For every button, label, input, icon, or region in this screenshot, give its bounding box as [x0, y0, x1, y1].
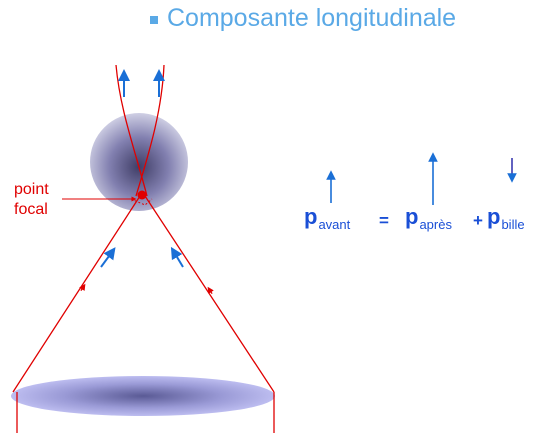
equation-arrows	[326, 152, 517, 205]
p-ball-term: pbille	[487, 204, 525, 233]
left-converging-ray	[12, 195, 141, 393]
lens-icon	[11, 376, 275, 416]
bullet-icon	[150, 15, 158, 24]
outgoing-ray-left	[115, 64, 148, 197]
p-before-term: pavant	[304, 204, 351, 233]
p-ball-subscript: bille	[501, 217, 525, 232]
target-sphere-icon	[90, 113, 188, 211]
p-after-term: paprès	[405, 204, 452, 233]
momentum-before-left-arrow	[100, 247, 116, 268]
plus-sign: +	[473, 211, 483, 230]
p-after-subscript: après	[419, 217, 452, 232]
momentum-before-right-arrow	[170, 246, 184, 268]
focal-point-dot-icon	[137, 190, 147, 200]
focal-point-label: point focal	[14, 180, 49, 220]
equals-sign: =	[379, 211, 389, 230]
focal-label-line2: focal	[14, 201, 48, 218]
right-ray-arrow	[207, 286, 214, 295]
incoming-rays	[12, 195, 275, 433]
right-converging-ray	[144, 195, 275, 393]
slide-title: Composante longitudinale	[150, 4, 456, 33]
slide-title-text: Composante longitudinale	[167, 4, 457, 32]
momentum-arrows	[100, 69, 184, 268]
p-before-subscript: avant	[318, 217, 351, 232]
left-ray-arrow	[79, 283, 86, 292]
focal-label-line1: point	[14, 181, 49, 198]
